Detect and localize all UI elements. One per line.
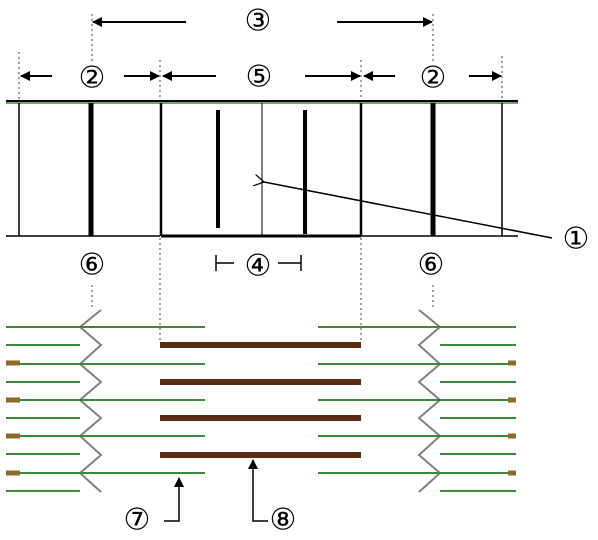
m-line-pointer — [264, 182, 553, 239]
label-8: ⑧ — [270, 503, 297, 538]
sarcomere-band-view — [6, 100, 518, 238]
thin-filament-callout — [164, 477, 184, 522]
label-2-left: ② — [79, 61, 106, 96]
label-2-right: ② — [420, 61, 447, 96]
hzone-bracket — [215, 255, 302, 271]
dimension-arrows — [20, 17, 502, 81]
label-1: ① — [563, 222, 590, 257]
thick-filament-callout — [248, 459, 268, 522]
label-4: ④ — [245, 249, 272, 284]
label-6-right: ⑥ — [418, 248, 445, 283]
filament-callouts — [164, 459, 268, 522]
label-7: ⑦ — [124, 503, 151, 538]
filament-diagram — [6, 309, 516, 493]
label-6-left: ⑥ — [79, 248, 106, 283]
label-5: ⑤ — [246, 60, 273, 95]
labels: ① ② ② ③ ④ ⑤ ⑥ ⑥ ⑦ ⑧ — [79, 4, 590, 538]
guide-lines — [18, 14, 503, 340]
label-3: ③ — [245, 4, 272, 39]
